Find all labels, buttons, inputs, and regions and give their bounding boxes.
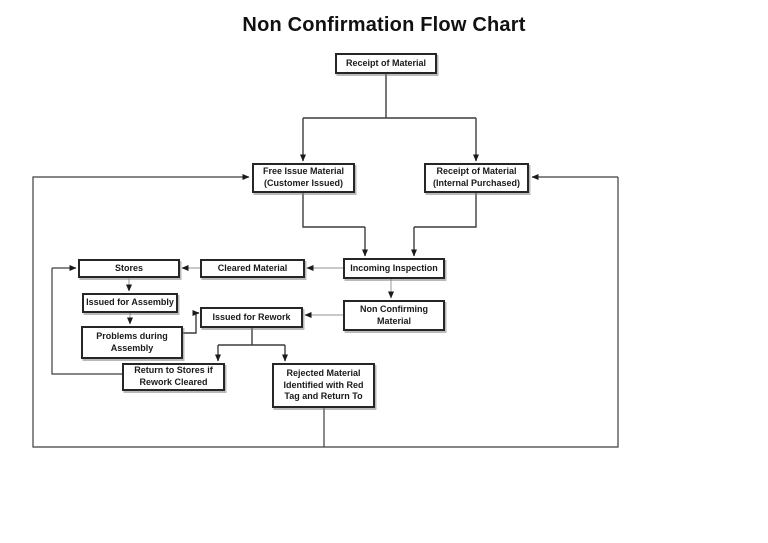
node-return-to-stores: Return to Stores if Rework Cleared — [122, 363, 225, 391]
edge-return-loop — [51, 268, 122, 375]
node-incoming-inspection: Incoming Inspection — [343, 258, 445, 279]
node-receipt-internal-purchased: Receipt of Material (Internal Purchased) — [424, 163, 529, 193]
node-cleared-material: Cleared Material — [200, 259, 305, 278]
edge-problems-to-rework — [183, 310, 200, 334]
node-stores: Stores — [78, 259, 180, 278]
node-rejected-material: Rejected Material Identified with Red Ta… — [272, 363, 375, 408]
node-non-confirming-material: Non Confirming Material — [343, 300, 445, 331]
node-receipt-of-material: Receipt of Material — [335, 53, 437, 74]
edge-free-issue-down — [302, 193, 365, 228]
node-problems-during-assembly: Problems during Assembly — [81, 326, 183, 359]
node-issued-for-assembly: Issued for Assembly — [82, 293, 178, 313]
edge-internal-down — [414, 193, 477, 228]
node-free-issue-material: Free Issue Material (Customer Issued) — [252, 163, 355, 193]
edge-outer-loop — [32, 174, 619, 448]
page-title: Non Confirmation Flow Chart — [242, 14, 526, 36]
node-issued-for-rework: Issued for Rework — [200, 307, 303, 328]
